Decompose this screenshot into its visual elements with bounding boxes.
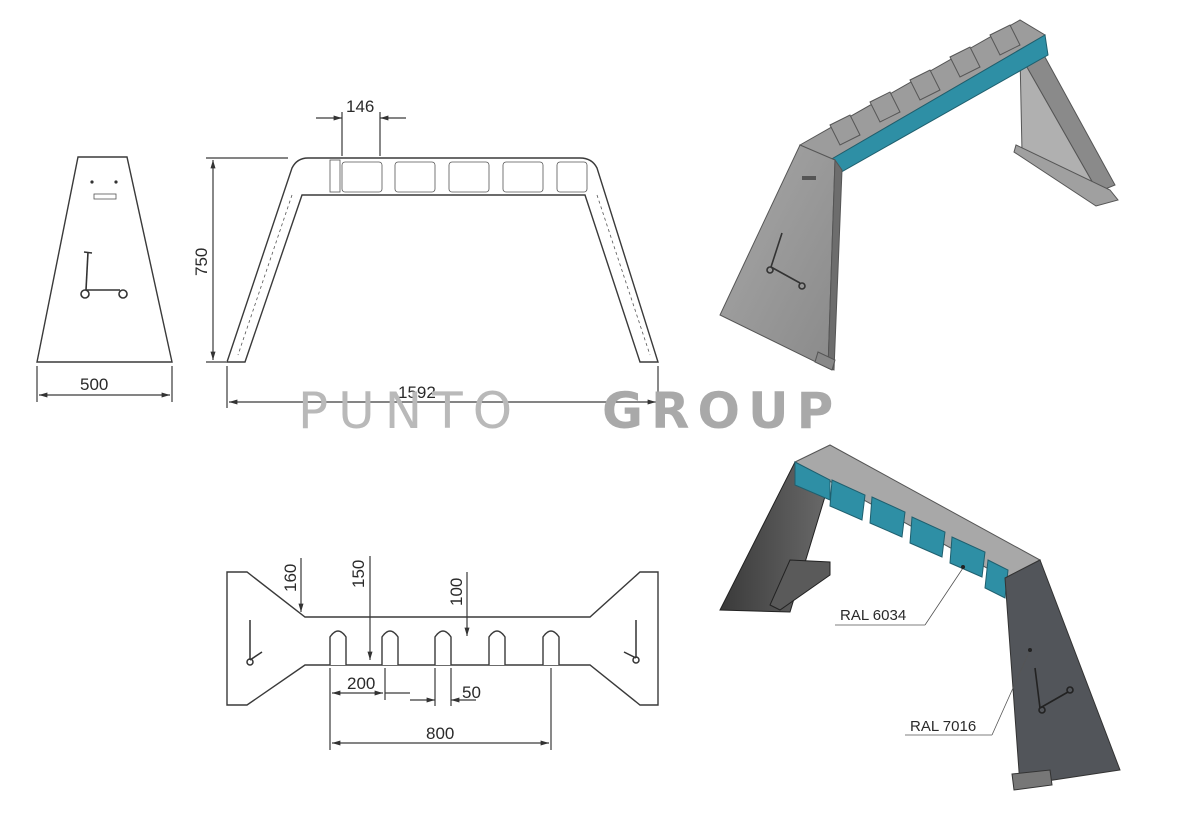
label-plate	[93, 193, 117, 200]
top-50-dimension: 50	[462, 683, 481, 702]
scooter-icon-right	[623, 620, 640, 664]
side-frame-outline	[226, 157, 659, 363]
scooter-icon-iso1	[766, 232, 806, 290]
top-150-dimension: 150	[349, 560, 368, 588]
side-height-dimension: 750	[192, 248, 211, 276]
slot-tabs	[329, 159, 588, 193]
scooter-icon-iso2	[1034, 667, 1074, 714]
top-800-dimension: 800	[426, 724, 454, 743]
brand-watermark: PUNTO GROUP	[298, 382, 841, 440]
scooter-icon	[80, 251, 128, 299]
side-view: 146 750 1592	[192, 97, 659, 408]
front-view: 500	[36, 156, 173, 402]
teal-slot-plates	[794, 461, 1009, 599]
ral-6034-label: RAL 6034	[840, 607, 906, 624]
slot-width-dimension: 146	[346, 97, 374, 116]
top-100-dimension: 100	[447, 578, 466, 606]
side-length-dimension: 1592	[398, 383, 436, 402]
brand-light-text: PUNTO	[298, 382, 522, 440]
isometric-view-2: RAL 6034 RAL 7016	[719, 444, 1121, 791]
front-width-dimension: 500	[80, 375, 108, 394]
top-160-dimension: 160	[281, 564, 300, 592]
ral-7016-label: RAL 7016	[910, 718, 976, 735]
teal-beam-iso1	[829, 34, 1049, 176]
top-view: 160 150 100 200 50 800	[226, 556, 659, 750]
end-panel-outline	[36, 156, 173, 363]
isometric-view-1	[719, 19, 1119, 371]
top-200-dimension: 200	[347, 674, 375, 693]
scooter-icon-left	[246, 620, 263, 666]
brand-bold-text: GROUP	[602, 382, 841, 440]
slot-cutouts	[329, 630, 560, 665]
